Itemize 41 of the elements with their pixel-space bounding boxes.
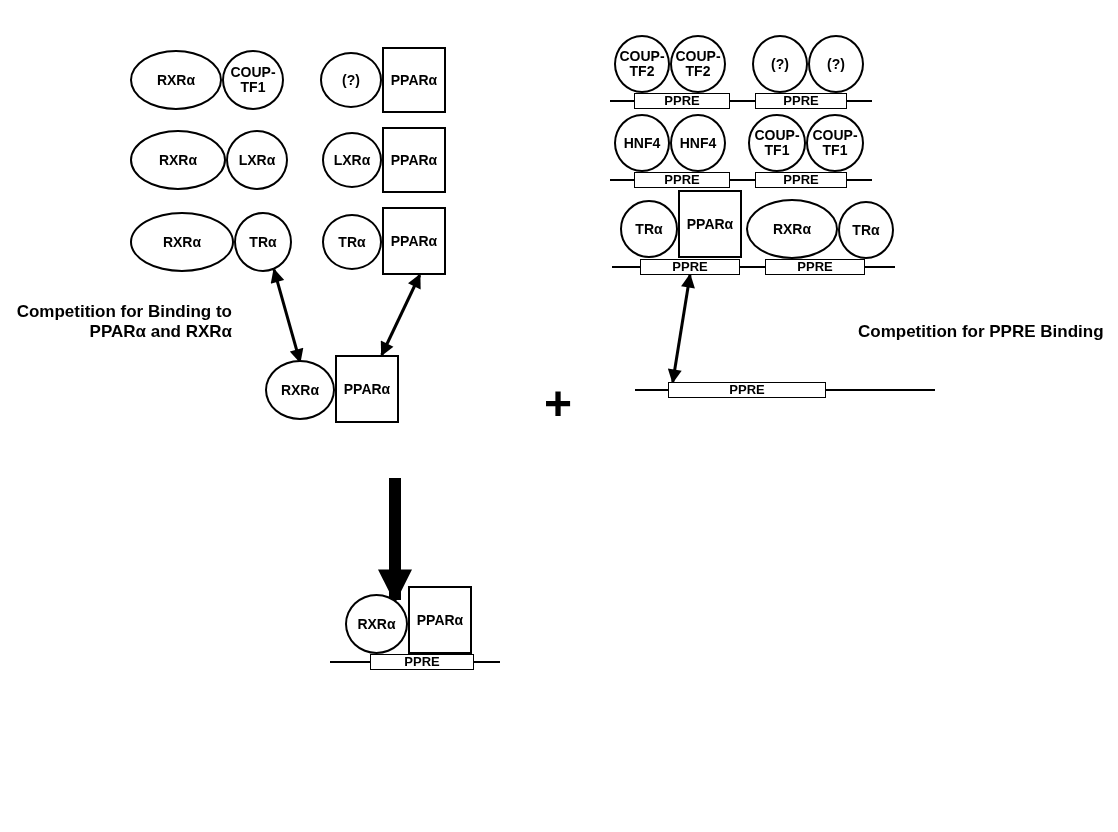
- protein-box: PPARα: [382, 127, 446, 193]
- ppre-box: PPRE: [634, 93, 730, 109]
- protein-box: PPARα: [678, 190, 742, 258]
- protein-oval: TRα: [838, 201, 894, 259]
- double-headed-arrow: [667, 273, 695, 384]
- ppre-box: PPRE: [640, 259, 740, 275]
- protein-oval: HNF4: [614, 114, 670, 172]
- protein-oval: TRα: [234, 212, 292, 272]
- protein-oval: COUP-TF2: [614, 35, 670, 93]
- protein-oval: TRα: [620, 200, 678, 258]
- protein-oval: RXRα: [345, 594, 408, 654]
- protein-oval: COUP-TF2: [670, 35, 726, 93]
- protein-oval: COUP-TF1: [806, 114, 864, 172]
- protein-box: PPARα: [382, 47, 446, 113]
- protein-box: PPARα: [382, 207, 446, 275]
- protein-oval: RXRα: [130, 212, 234, 272]
- ppre-box: PPRE: [668, 382, 826, 398]
- protein-oval: HNF4: [670, 114, 726, 172]
- protein-oval: TRα: [322, 214, 382, 270]
- protein-oval: LXRα: [226, 130, 288, 190]
- competition-note: Competition for PPRE Binding: [858, 322, 1105, 342]
- competition-note: Competition for Binding to PPARα and RXRα: [15, 302, 232, 342]
- protein-oval: RXRα: [746, 199, 838, 259]
- ppre-box: PPRE: [765, 259, 865, 275]
- ppre-box: PPRE: [755, 172, 847, 188]
- protein-oval: LXRα: [322, 132, 382, 188]
- protein-oval: (?): [808, 35, 864, 93]
- protein-oval: (?): [320, 52, 382, 108]
- protein-oval: RXRα: [130, 50, 222, 110]
- protein-box: PPARα: [408, 586, 472, 654]
- double-headed-arrow: [380, 273, 422, 357]
- ppre-box: PPRE: [634, 172, 730, 188]
- protein-box: PPARα: [335, 355, 399, 423]
- protein-oval: COUP-TF1: [222, 50, 284, 110]
- protein-oval: RXRα: [130, 130, 226, 190]
- plus-sign: +: [543, 380, 573, 428]
- protein-oval: RXRα: [265, 360, 335, 420]
- protein-oval: (?): [752, 35, 808, 93]
- ppre-box: PPRE: [755, 93, 847, 109]
- ppre-box: PPRE: [370, 654, 474, 670]
- protein-oval: COUP-TF1: [748, 114, 806, 172]
